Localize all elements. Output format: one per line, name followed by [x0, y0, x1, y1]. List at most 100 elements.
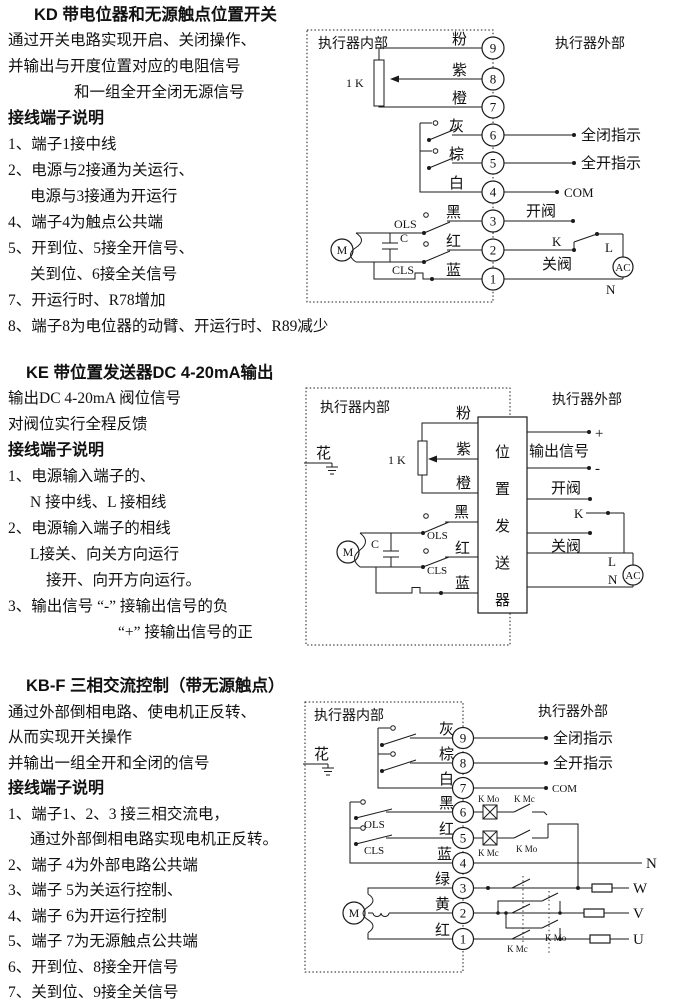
text-line: 和一组全开全闭无源信号	[74, 84, 245, 101]
section-ke-title: KE 带位置发送器DC 4-20mA输出	[26, 364, 274, 382]
terminal-8: 8	[490, 72, 497, 87]
cls-blade	[423, 250, 451, 263]
terminal-3: 3	[460, 881, 467, 896]
text-line: 通过外部倒相电路实现电机正反转。	[30, 831, 279, 848]
kbf-wiring-diagram: 执行器内部 执行器外部 花 OLS CLS M 灰 棕 白 黑 红 蓝 绿 黄 …	[303, 701, 657, 973]
terminal-9: 9	[490, 41, 497, 56]
kmc-contact	[497, 803, 548, 816]
wire-color-label: 橙	[452, 90, 467, 107]
switch-blade	[428, 127, 459, 141]
terminal-5: 5	[490, 156, 497, 171]
text-line: 关到位、6接全关信号	[30, 266, 178, 283]
text-line: 8、端子8为电位器的动臂、开运行时、R89减少	[8, 318, 329, 335]
text-line: 并输出一组全开和全闭的信号	[8, 754, 210, 772]
potentiometer-value: 1 K	[388, 453, 406, 467]
potentiometer-symbol	[373, 59, 385, 107]
switch-blade	[381, 733, 452, 746]
full-open-indicator-label: 全开指示	[553, 754, 613, 772]
fuse-v	[583, 908, 605, 918]
neutral-label: N	[608, 572, 618, 587]
text-line: 1、电源输入端子的、	[8, 468, 156, 485]
text-line: 2、端子 4为外部电路公共端	[8, 856, 198, 874]
text-line: 电源与3接通为开运行	[30, 188, 178, 205]
section-ke-text: KE 带位置发送器DC 4-20mA输出 输出DC 4-20mA 阀位信号 对阀…	[8, 360, 308, 646]
capacitor-label: C	[371, 537, 379, 551]
motor-symbol	[336, 540, 360, 564]
motor-winding	[362, 893, 374, 934]
terminal-6: 6	[460, 805, 467, 820]
text-line: 7、关到位、9接全关信号	[8, 984, 179, 1001]
ols-blade	[355, 808, 452, 819]
transmitter-char: 送	[495, 555, 510, 572]
terminal-strip: 9 8 7 6 5 4 3 2 1	[451, 726, 475, 951]
wire-color-label: 橙	[456, 475, 471, 492]
ac-source-label: AC	[615, 262, 630, 274]
text-line: 从而实现开关操作	[8, 729, 133, 746]
text-line: 对阀位实行全程反馈	[8, 416, 148, 433]
ols-blade	[423, 221, 451, 234]
external-label: 执行器外部	[552, 392, 622, 408]
output-plus-label: +	[595, 426, 603, 442]
ground-wire-label: 花	[314, 746, 329, 763]
terminal-8: 8	[460, 756, 467, 771]
terminal-5: 5	[460, 831, 467, 846]
ols-label: OLS	[427, 530, 448, 542]
text-line: 4、端子 6为开运行控制	[8, 907, 167, 925]
cls-label: CLS	[392, 263, 414, 277]
ground-symbol	[304, 462, 338, 475]
ke-wiring-diagram: 执行器内部 执行器外部 花 1 K M C OLS CLS 粉 紫 橙 黑 红 …	[304, 387, 644, 646]
text-line: 接开、向开方向运行。	[46, 572, 202, 589]
wire-color-label: 黄	[435, 896, 450, 913]
ground-symbol	[303, 763, 334, 776]
capacitor-symbol	[382, 233, 398, 262]
wire-color-label: 棕	[449, 146, 464, 163]
wire-color-label: 粉	[456, 405, 471, 422]
terminal-1: 1	[460, 932, 467, 947]
line-label: L	[608, 554, 616, 569]
ols-label: OLS	[364, 819, 385, 831]
text-line: 并输出与开度位置对应的电阻信号	[8, 58, 241, 75]
wiper-arrow	[428, 455, 437, 463]
motor-label: M	[343, 545, 354, 559]
potentiometer-value: 1 K	[346, 76, 364, 90]
wire-color-label: 白	[449, 175, 464, 192]
thermal-protector-wire	[373, 262, 482, 280]
wire-color-label: 绿	[435, 871, 450, 888]
phase-n-label: N	[646, 856, 657, 872]
terminal-strip: 9 8 7 6 5 4 3 2 1	[481, 36, 505, 291]
text-line: 3、输出信号 “-” 接输出信号的负	[8, 598, 229, 615]
text-line: 1、端子1、2、3 接三相交流电，	[8, 805, 229, 823]
full-closed-indicator-label: 全闭指示	[553, 729, 613, 747]
switch-blade	[381, 759, 452, 772]
text-line: 6、开到位、8接全开信号	[8, 958, 179, 976]
wire-color-label: 黑	[454, 505, 469, 521]
wire-color-label: 蓝	[455, 575, 470, 592]
kmc-contacts	[511, 878, 531, 940]
kmc-label: K Mc	[507, 944, 528, 954]
text-line: 5、端子 7为无源触点公共端	[8, 933, 198, 950]
k-switch	[586, 512, 625, 553]
k-switch-label: K	[574, 506, 584, 521]
kmo-contact	[497, 829, 548, 839]
text-line: “+” 接输出信号的正	[118, 624, 253, 641]
section-ke-subheading: 接线端子说明	[8, 442, 105, 459]
text-line: 输出DC 4-20mA 阀位信号	[8, 390, 182, 407]
wire-color-label: 紫	[452, 62, 467, 79]
text-line: 通过外部倒相电路、使电机正反转、	[8, 703, 257, 721]
cls-label: CLS	[427, 565, 447, 577]
wire-color-label: 红	[446, 233, 461, 250]
kd-wiring-diagram: 执行器内部 执行器外部 1 K M C OLS CLS 粉 紫 橙 灰 棕 白 …	[306, 29, 641, 303]
terminal-6: 6	[490, 128, 497, 143]
kmo-label: K Mo	[478, 794, 500, 804]
terminal-2: 2	[490, 243, 497, 258]
ground-wire-label: 花	[316, 445, 331, 462]
motor-winding	[354, 532, 366, 568]
wire-color-label: 红	[455, 540, 470, 557]
wire-color-label: 黑	[439, 796, 454, 812]
full-closed-indicator-label: 全闭指示	[581, 126, 641, 144]
capacitor-symbol	[383, 533, 399, 567]
ac-source-label: AC	[625, 570, 640, 582]
wire-color-label: 红	[435, 922, 450, 939]
line-label: L	[605, 240, 613, 255]
com-label: COM	[564, 185, 594, 200]
